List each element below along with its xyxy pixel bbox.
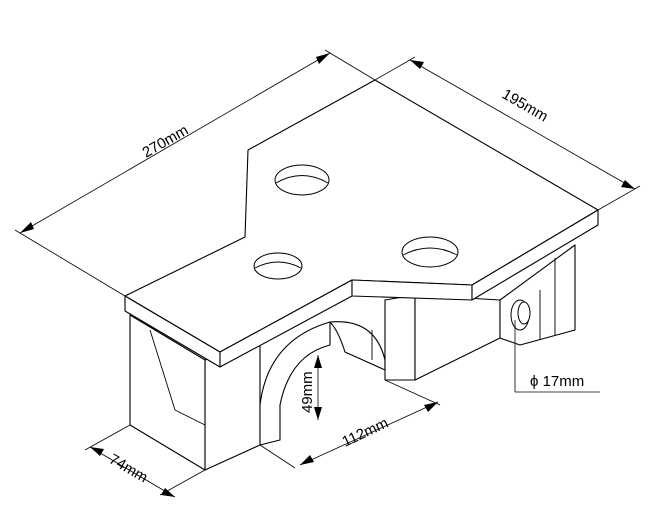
hole-rear [274,164,330,196]
dimension-depth-label: 74mm [106,451,151,487]
hole-front [253,252,303,280]
dimension-hole-diameter: ϕ 17mm [514,320,600,393]
dimension-span-label: 112mm [340,415,392,451]
dimension-hole-diameter-label: ϕ 17mm [530,373,584,390]
side-bore-hole [510,299,531,331]
dimension-height: 49mm [299,355,322,420]
dimension-width-label: 195mm [499,86,551,126]
arch-cutout [259,321,386,446]
dimension-span: 112mm [259,379,441,469]
dimension-length-label: 270mm [140,122,192,162]
dimension-height-label: 49mm [299,371,316,413]
hole-right [401,236,459,268]
left-leg-block [129,314,261,471]
top-holes [253,164,459,280]
